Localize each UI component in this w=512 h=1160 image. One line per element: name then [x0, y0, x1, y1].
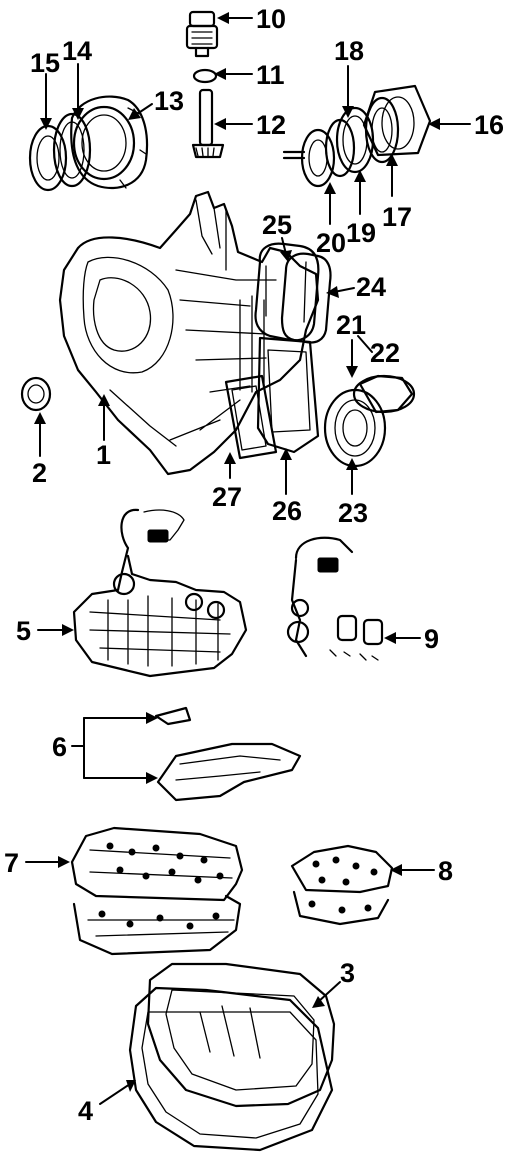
part-o-ring — [192, 68, 218, 84]
part-valve-body-7 — [70, 826, 244, 956]
callout-18: 18 — [334, 36, 364, 66]
part-valve-body-8 — [290, 844, 394, 926]
part-filter-6 — [154, 706, 302, 802]
part-seal-21-22 — [352, 374, 416, 414]
part-transmission-case — [58, 190, 320, 476]
callout-20: 20 — [316, 228, 346, 258]
part-gasket-25 — [254, 242, 320, 342]
callout-10: 10 — [256, 4, 286, 34]
part-retainer-23 — [323, 388, 387, 468]
part-oil-pan-3 — [146, 962, 336, 1108]
leader-lines — [25, 12, 471, 1105]
part-driven-gear — [191, 88, 225, 159]
callout-15: 15 — [30, 48, 60, 78]
part-solenoid-harness-9 — [286, 536, 384, 661]
callout-11: 11 — [256, 60, 285, 90]
callout-7: 7 — [4, 848, 19, 878]
part-valve-body-5 — [72, 508, 248, 678]
part-gasket-24 — [280, 252, 332, 344]
part-speed-sensor — [185, 10, 219, 58]
part-seal-14 — [52, 112, 92, 188]
callout-16: 16 — [474, 110, 504, 140]
callout-26: 26 — [272, 496, 302, 526]
callout-19: 19 — [346, 218, 376, 248]
callout-12: 12 — [256, 110, 286, 140]
callout-8: 8 — [438, 856, 453, 886]
callout-22: 22 — [370, 338, 400, 368]
callout-6: 6 — [52, 732, 67, 762]
callout-3: 3 — [340, 958, 355, 988]
part-seal-2 — [20, 376, 52, 412]
callout-23: 23 — [338, 498, 368, 528]
callout-24: 24 — [356, 272, 386, 302]
callout-14: 14 — [62, 36, 92, 66]
callout-2: 2 — [32, 458, 47, 488]
callout-25: 25 — [262, 210, 292, 240]
callout-27: 27 — [212, 482, 242, 512]
callout-9: 9 — [424, 624, 439, 654]
callout-1: 1 — [96, 440, 111, 470]
callout-13: 13 — [154, 86, 184, 116]
callout-5: 5 — [16, 616, 31, 646]
callout-labels: 10 11 12 13 14 15 16 17 18 19 20 21 22 2… — [4, 4, 504, 1126]
callout-17: 17 — [382, 202, 412, 232]
part-pan-gasket-4 — [128, 986, 334, 1152]
callout-21: 21 — [336, 310, 366, 340]
part-gasket-26 — [256, 336, 320, 454]
part-seal-20 — [282, 128, 336, 188]
part-side-housing — [70, 95, 149, 190]
part-gasket-27 — [224, 374, 278, 460]
callout-4: 4 — [78, 1096, 93, 1126]
